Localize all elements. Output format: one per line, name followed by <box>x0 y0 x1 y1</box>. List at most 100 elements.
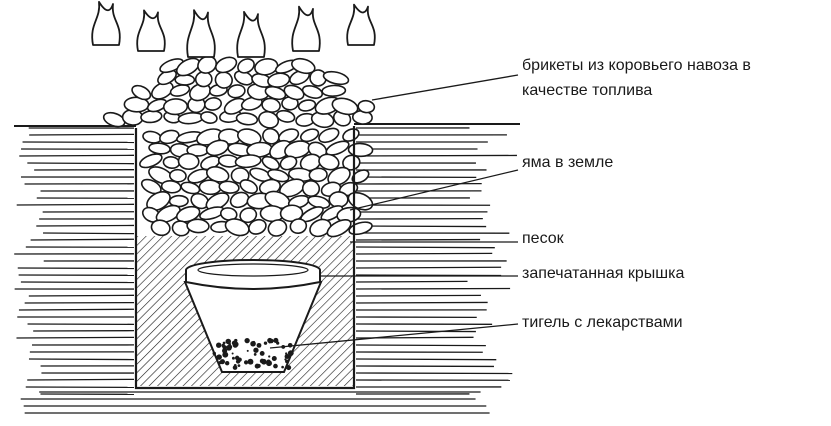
briquette <box>150 219 171 237</box>
ground-line <box>355 301 488 304</box>
medicine-granule <box>252 342 256 346</box>
briquette <box>249 167 272 182</box>
medicine-granule <box>224 361 230 366</box>
flame <box>91 0 121 46</box>
medicine-granule <box>259 351 265 356</box>
medicine-granule <box>237 364 241 368</box>
flame <box>346 3 376 46</box>
briquette <box>309 218 332 238</box>
briquette <box>203 97 222 111</box>
flame <box>136 9 166 52</box>
medicine-granule <box>243 360 249 365</box>
briquette <box>219 207 238 221</box>
briquette <box>357 99 376 114</box>
briquette <box>180 181 201 195</box>
briquette <box>174 74 196 86</box>
medicine-granule <box>286 365 292 371</box>
ground-line <box>29 133 135 136</box>
crucible <box>183 259 323 373</box>
flames <box>91 0 376 58</box>
leader-lines <box>269 74 519 349</box>
briquette <box>326 219 352 238</box>
briquette <box>159 58 184 74</box>
label-fuel-line1: брикеты из коровьего навоза в <box>522 57 751 74</box>
briquette <box>162 98 189 116</box>
medicine-granule <box>226 344 232 351</box>
flame <box>291 5 321 52</box>
ground-line <box>355 246 495 249</box>
briquette <box>200 111 218 124</box>
ground-line <box>36 224 135 227</box>
leader-fuel <box>371 74 519 101</box>
briquette <box>239 179 258 195</box>
briquette <box>278 128 300 144</box>
medicine-granule <box>253 352 257 356</box>
briquette <box>186 218 210 234</box>
ground-line <box>18 308 135 311</box>
ground-line <box>16 336 135 339</box>
medicine-granule <box>216 354 222 360</box>
briquette <box>139 153 163 169</box>
briquette <box>297 99 317 112</box>
briquette <box>318 127 340 144</box>
label-crucible: тигель с лекарствами <box>522 314 683 331</box>
briquette <box>205 139 230 157</box>
ground-line <box>355 358 497 361</box>
medicine-granule <box>246 349 249 352</box>
briquette <box>239 207 258 224</box>
medicine-granule <box>285 359 289 364</box>
medicine-granule <box>281 365 284 369</box>
medicine-granule <box>228 339 231 343</box>
pit-walls <box>134 126 356 390</box>
label-sand: песок <box>522 230 564 247</box>
briquette <box>275 109 296 123</box>
ground-line <box>19 154 135 157</box>
briquette <box>248 218 267 235</box>
ground-line <box>355 330 476 333</box>
medicine-granule <box>228 342 232 346</box>
briquette <box>131 84 152 101</box>
flame <box>236 10 266 58</box>
medicine-granule <box>218 360 223 365</box>
briquette <box>237 128 262 146</box>
medicine-granule <box>216 342 222 348</box>
briquette <box>283 84 305 101</box>
briquette <box>262 127 280 145</box>
briquette <box>240 96 263 111</box>
ground-line <box>43 232 135 235</box>
medicine-granule <box>254 363 260 369</box>
ground-line <box>28 358 135 361</box>
ground-line <box>355 280 468 283</box>
ground-hatching <box>14 123 520 414</box>
briquette <box>155 204 181 224</box>
briquette <box>159 129 180 145</box>
briquette <box>327 166 351 186</box>
medicine-granule <box>232 365 238 370</box>
briquette <box>321 84 347 97</box>
briquette <box>267 219 288 237</box>
medicine-granule <box>235 359 241 364</box>
briquette <box>308 167 328 183</box>
ground-line <box>355 294 481 297</box>
briquette <box>169 84 191 97</box>
briquette <box>188 82 211 102</box>
briquette <box>102 111 126 128</box>
briquette <box>328 191 349 208</box>
briquette <box>351 169 370 184</box>
briquette <box>160 180 182 194</box>
medicine-granule <box>276 341 280 345</box>
medicine-granule <box>222 341 226 345</box>
medicine-granule <box>222 351 229 358</box>
briquette <box>348 221 373 236</box>
medicine-granule <box>284 358 287 361</box>
medicine-granule <box>259 358 265 364</box>
ground-line <box>355 287 511 290</box>
briquette <box>162 156 181 169</box>
briquette <box>234 154 262 169</box>
briquette <box>325 140 350 156</box>
briquette <box>142 130 162 144</box>
medicine-granule <box>234 355 240 361</box>
ground-line <box>30 238 135 241</box>
medicine-granule <box>244 337 250 344</box>
